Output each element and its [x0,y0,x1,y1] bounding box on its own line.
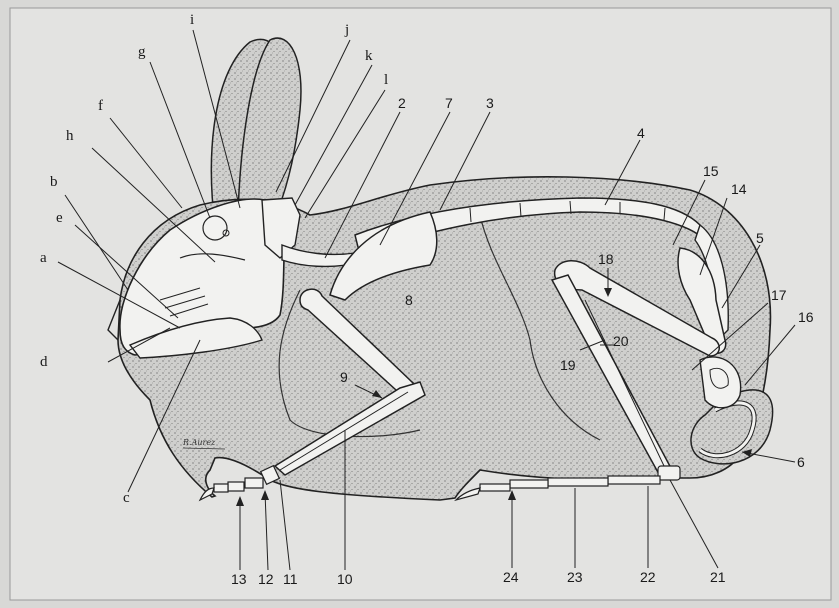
label-k: k [365,48,373,64]
label-16: 16 [798,309,814,325]
label-11: 11 [283,571,298,587]
label-19: 19 [560,357,576,373]
label-23: 23 [567,569,583,585]
label-b: b [50,174,58,190]
label-17: 17 [771,287,787,303]
label-22: 22 [640,569,656,585]
label-g: g [138,44,146,60]
label-21: 21 [710,569,726,585]
label-20: 20 [613,333,629,349]
label-14: 14 [731,181,747,197]
label-a: a [40,250,47,266]
label-3: 3 [486,95,494,111]
label-6: 6 [797,454,805,470]
label-f: f [98,98,103,114]
label-d: d [40,354,48,370]
artist-signature: R.Aurez [182,438,216,447]
label-9: 9 [340,369,348,385]
label-10: 10 [337,571,353,587]
label-12: 12 [258,571,274,587]
label-15: 15 [703,163,719,179]
eye-orbit [203,216,227,240]
label-13: 13 [231,571,247,587]
label-8: 8 [405,292,413,308]
label-h: h [66,128,74,144]
label-4: 4 [637,125,645,141]
label-5: 5 [756,230,764,246]
label-j: j [344,22,349,38]
label-i: i [190,12,194,28]
label-18: 18 [598,251,614,267]
label-24: 24 [503,569,519,585]
label-l: l [384,72,388,88]
label-7: 7 [445,95,453,111]
label-e: e [56,210,63,226]
label-2: 2 [398,95,406,111]
label-c: c [123,490,130,506]
